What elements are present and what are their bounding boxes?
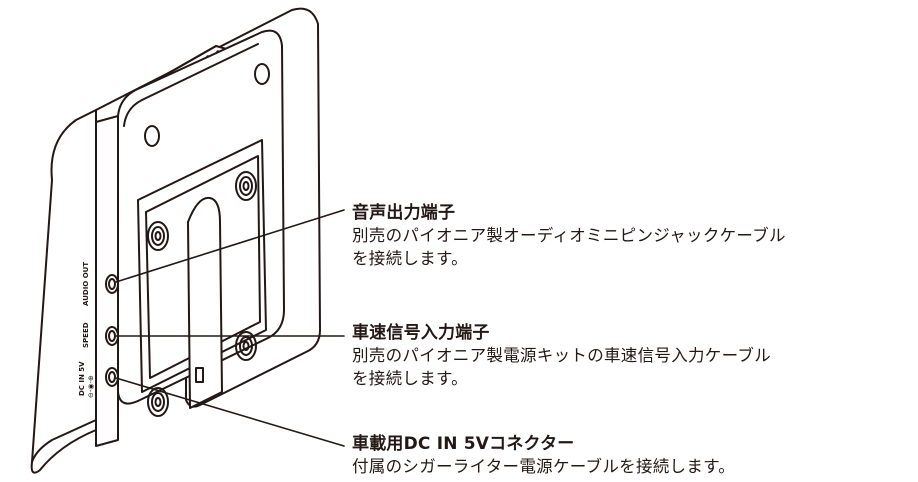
inner-plate bbox=[137, 139, 267, 393]
port-label-audio-out: AUDIO OUT bbox=[82, 262, 90, 306]
port-label-polarity: ⊖-◉-⊕ bbox=[87, 375, 95, 398]
callout-audio-out: 音声出力端子 別売のパイオニア製オーディオミニピンジャックケーブル を接続します… bbox=[352, 202, 912, 270]
leader-line-audio bbox=[115, 209, 345, 283]
callout-desc-line: 別売のパイオニア製オーディオミニピンジャックケーブル bbox=[352, 226, 786, 245]
screw-boss bbox=[235, 171, 257, 201]
mount-hole bbox=[254, 63, 270, 85]
callout-title: 車速信号入力端子 bbox=[352, 323, 490, 343]
callout-title: 音声出力端子 bbox=[352, 203, 456, 223]
mount-hole bbox=[144, 125, 160, 147]
screw-boss bbox=[147, 387, 169, 417]
callout-speed: 車速信号入力端子 別売のパイオニア製電源キットの車速信号入力ケーブル を接続しま… bbox=[352, 322, 912, 390]
callout-desc-line: を接続します。 bbox=[352, 369, 468, 388]
leader-line-dc bbox=[115, 377, 345, 447]
port-label-dc-in: DC IN 5V bbox=[78, 361, 86, 396]
screw-boss bbox=[235, 331, 257, 361]
port-label-speed: SPEED bbox=[82, 322, 90, 348]
callout-dc-in: 車載用DC IN 5Vコネクター 付属のシガーライター電源ケーブルを接続します。 bbox=[352, 433, 912, 478]
callout-title: 車載用DC IN 5Vコネクター bbox=[352, 434, 575, 454]
audio-out-jack bbox=[105, 274, 119, 294]
dc-in-jack bbox=[105, 367, 119, 387]
center-slot bbox=[187, 196, 223, 409]
callout-desc-line: 付属のシガーライター電源ケーブルを接続します。 bbox=[352, 457, 736, 476]
callout-desc-line: を接続します。 bbox=[352, 249, 468, 268]
bracket-foot bbox=[30, 109, 97, 474]
screw-boss bbox=[147, 221, 169, 251]
callout-desc-line: 別売のパイオニア製電源キットの車速信号入力ケーブル bbox=[352, 346, 772, 365]
